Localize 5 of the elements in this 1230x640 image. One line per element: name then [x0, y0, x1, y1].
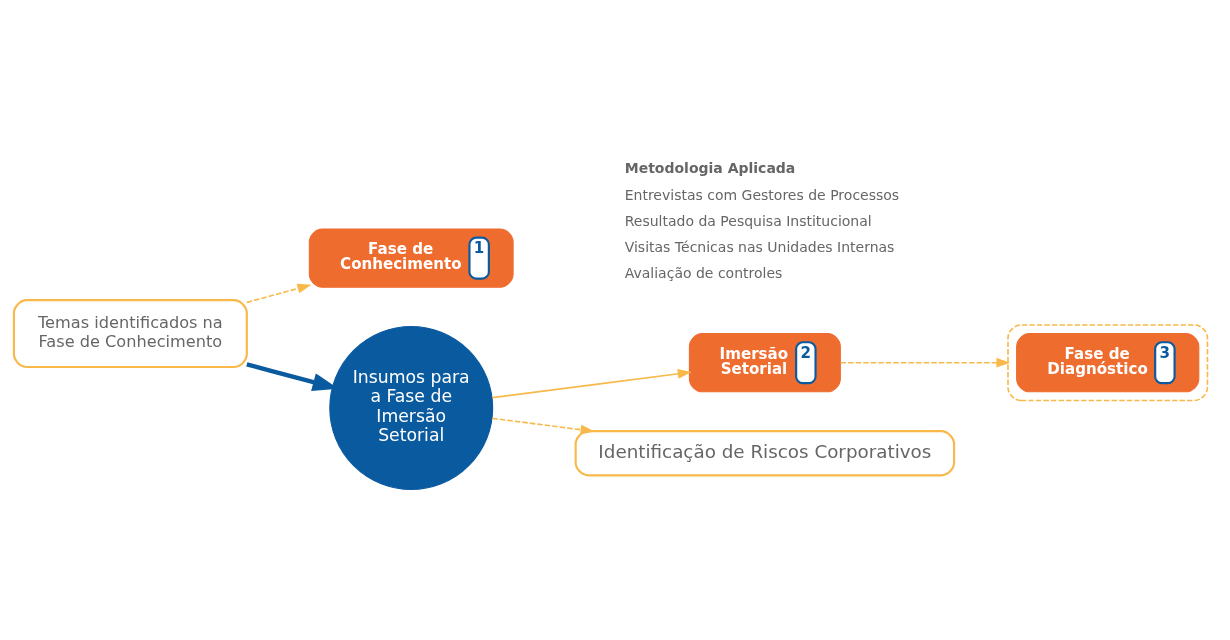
label: Entrevistas com Gestores de Processos	[624, 187, 900, 204]
label: Visitas Técnicas nas Unidades Internas	[624, 239, 895, 256]
label: Resultado da Pesquisa Institucional	[624, 213, 872, 230]
label: Metodologia Aplicada	[624, 160, 796, 177]
label: Avaliação de controles	[624, 264, 783, 281]
